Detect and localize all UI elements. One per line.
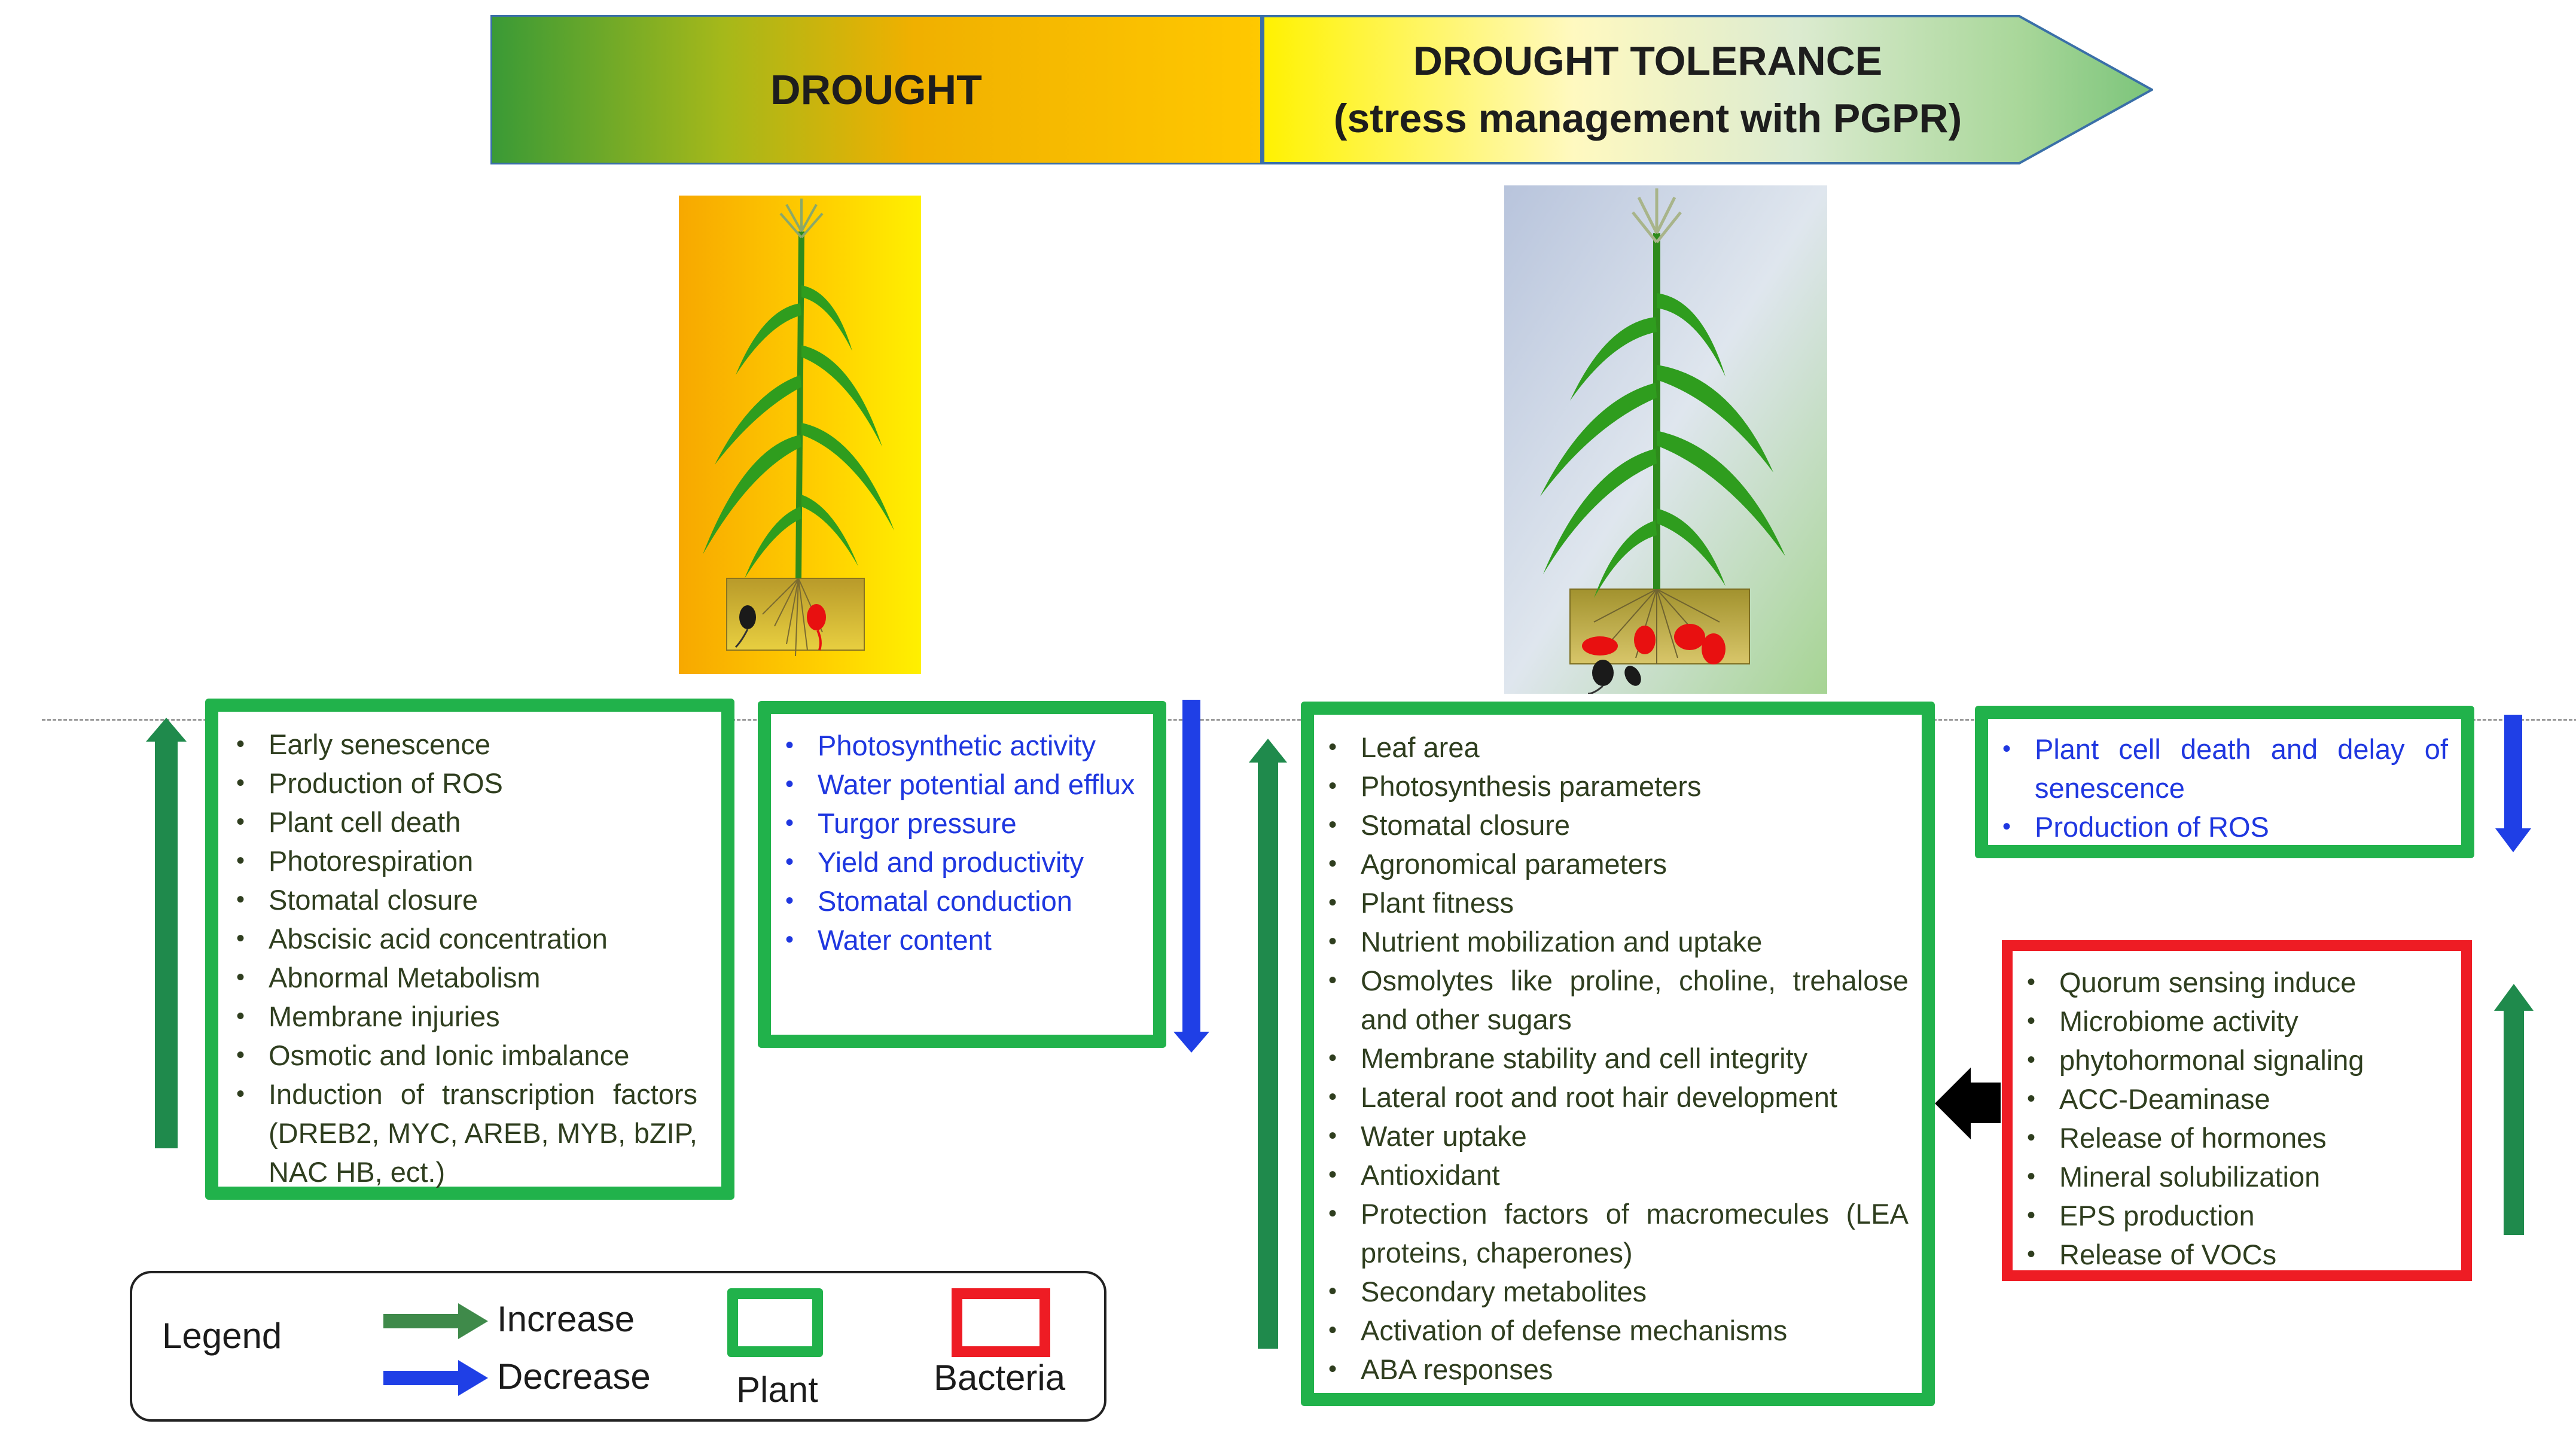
drought-tolerance-title: DROUGHT TOLERANCE [1413, 38, 1883, 84]
bacteria-increase-box: Quorum sensing induce Microbiome activit… [2002, 940, 2472, 1281]
bacteria-increase-list: Quorum sensing induce Microbiome activit… [2021, 963, 2449, 1274]
list-item: Lateral root and root hair development [1322, 1078, 1909, 1117]
list-item: Membrane injuries [230, 997, 697, 1036]
legend-increase-arrow-icon [383, 1303, 488, 1339]
list-item: Leaf area [1322, 728, 1909, 767]
tolerant-plant-image [1504, 185, 1827, 694]
list-item: Induction of transcription factors (DREB… [230, 1075, 697, 1191]
list-item: Photosynthesis parameters [1322, 767, 1909, 806]
list-item: Photorespiration [230, 841, 697, 880]
bacteria-to-plant-arrow [1935, 1068, 2001, 1139]
drought-banner-label: DROUGHT [770, 66, 982, 113]
drought-tolerance-banner-label: DROUGHT TOLERANCE (stress management wit… [1334, 32, 1962, 147]
legend-plant-label: Plant [736, 1370, 818, 1410]
legend-bacteria-label: Bacteria [934, 1358, 1066, 1398]
list-item: ACC-Deaminase [2021, 1080, 2449, 1118]
list-item: Stomatal conduction [779, 882, 1135, 920]
list-item: phytohormonal signaling [2021, 1041, 2449, 1080]
drought-increase-list: Early senescence Production of ROS Plant… [230, 725, 697, 1191]
increase-arrow-bacteria [2494, 984, 2534, 1235]
list-item: Nutrient mobilization and uptake [1322, 922, 1909, 961]
list-item: Stomatal closure [230, 880, 697, 919]
list-item: Water potential and efflux [779, 765, 1135, 804]
drought-tolerance-banner: DROUGHT TOLERANCE (stress management wit… [1262, 15, 2153, 164]
legend-decrease-arrow-icon [383, 1360, 488, 1396]
list-item: Photosynthetic activity [779, 726, 1135, 765]
list-item: Protection factors of macromecules (LEA … [1322, 1194, 1909, 1272]
list-item: Abscisic acid concentration [230, 919, 697, 958]
list-item: Quorum sensing induce [2021, 963, 2449, 1002]
list-item: Yield and productivity [779, 843, 1135, 882]
tolerance-decrease-box: Plant cell death and delay of senescence… [1975, 706, 2474, 858]
list-item: Plant cell death and delay of senescence [1996, 730, 2448, 807]
legend: Legend Increase Decrease Plant Bacteria [130, 1271, 1106, 1422]
legend-title: Legend [162, 1316, 282, 1356]
list-item: Microbiome activity [2021, 1002, 2449, 1041]
list-item: Release of hormones [2021, 1118, 2449, 1157]
legend-decrease-label: Decrease [497, 1356, 651, 1397]
drought-plant-image [679, 196, 921, 674]
list-item: Release of VOCs [2021, 1235, 2449, 1274]
list-item: Abnormal Metabolism [230, 958, 697, 997]
list-item: Agronomical parameters [1322, 844, 1909, 883]
increase-arrow-drought [146, 718, 187, 1148]
list-item: Activation of defense mechanisms [1322, 1311, 1909, 1350]
tolerance-decrease-list: Plant cell death and delay of senescence… [1996, 730, 2448, 846]
list-item: Early senescence [230, 725, 697, 764]
drought-increase-box: Early senescence Production of ROS Plant… [205, 699, 734, 1200]
list-item: Membrane stability and cell integrity [1322, 1039, 1909, 1078]
tolerance-increase-list: Leaf area Photosynthesis parameters Stom… [1322, 728, 1909, 1389]
list-item: Antioxidant [1322, 1155, 1909, 1194]
list-item: Production of ROS [1996, 807, 2448, 846]
drought-tolerance-subtitle: (stress management with PGPR) [1333, 96, 1962, 141]
drought-decrease-list: Photosynthetic activity Water potential … [779, 726, 1135, 959]
list-item: Secondary metabolites [1322, 1272, 1909, 1311]
list-item: Water uptake [1322, 1117, 1909, 1155]
tolerance-increase-box: Leaf area Photosynthesis parameters Stom… [1301, 702, 1935, 1406]
list-item: Osmotic and Ionic imbalance [230, 1036, 697, 1075]
increase-arrow-tolerance [1249, 739, 1287, 1349]
list-item: Water content [779, 920, 1135, 959]
legend-plant-swatch [727, 1288, 823, 1357]
decrease-arrow-tolerance [2495, 715, 2531, 852]
drought-decrease-box: Photosynthetic activity Water potential … [758, 701, 1166, 1048]
list-item: Plant cell death [230, 803, 697, 841]
list-item: Stomatal closure [1322, 806, 1909, 844]
list-item: Plant fitness [1322, 883, 1909, 922]
list-item: ABA responses [1322, 1350, 1909, 1389]
list-item: Production of ROS [230, 764, 697, 803]
list-item: EPS production [2021, 1196, 2449, 1235]
list-item: Osmolytes like proline, choline, trehalo… [1322, 961, 1909, 1039]
banner-arrow-outline [1262, 15, 2153, 164]
list-item: Turgor pressure [779, 804, 1135, 843]
legend-increase-label: Increase [497, 1299, 635, 1339]
legend-bacteria-swatch [952, 1288, 1050, 1357]
decrease-arrow-drought [1173, 700, 1209, 1053]
list-item: Mineral solubilization [2021, 1157, 2449, 1196]
drought-banner: DROUGHT [490, 15, 1262, 164]
